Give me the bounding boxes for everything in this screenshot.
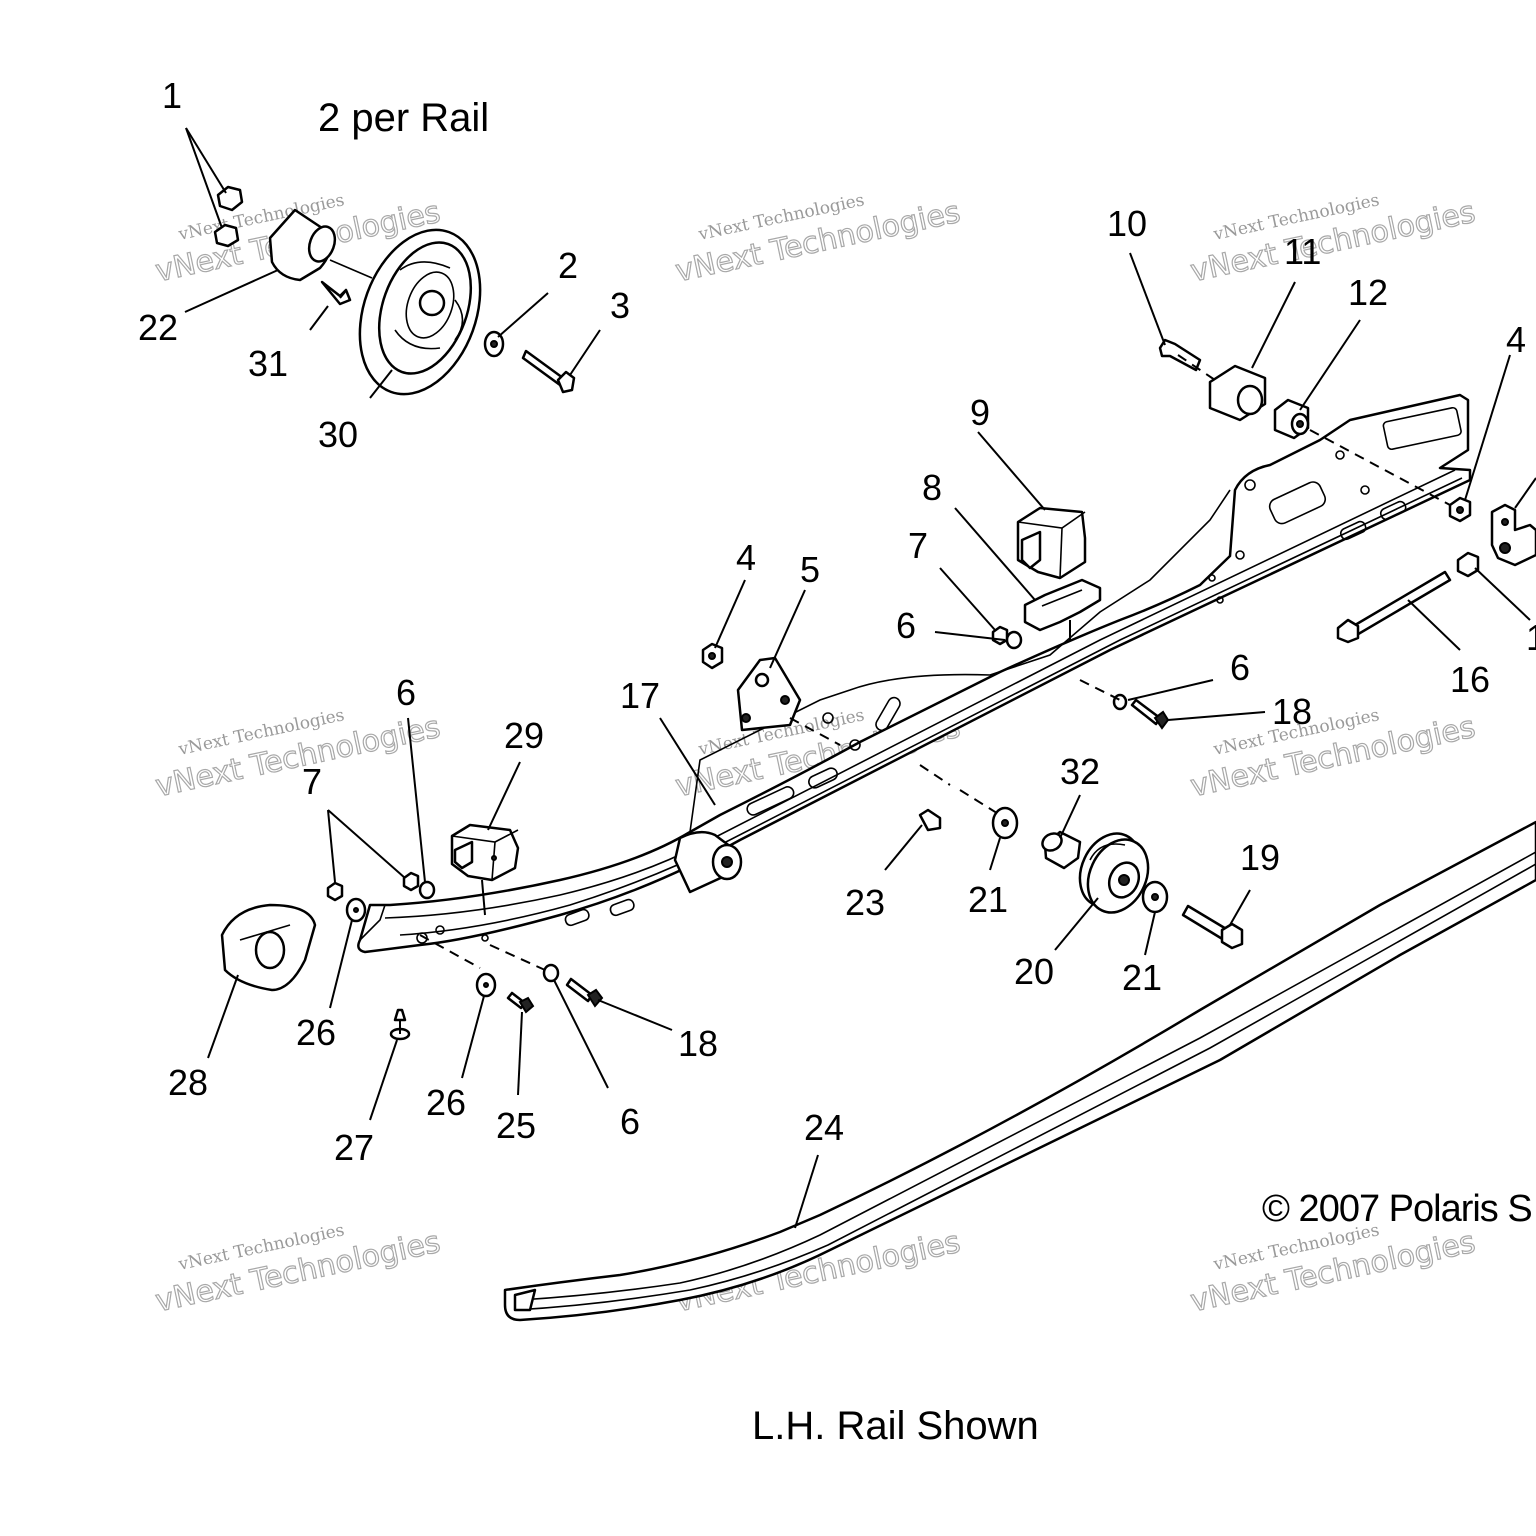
washer-26-upper	[345, 897, 367, 923]
block-11	[1208, 364, 1267, 422]
callout-26-lower: 26	[426, 1082, 466, 1123]
callout-24: 24	[804, 1107, 844, 1148]
nut-4-center	[701, 642, 724, 670]
bolt-25	[506, 991, 535, 1014]
bolt-18-upper	[1112, 693, 1170, 730]
callout-21-lower: 21	[1122, 957, 1162, 998]
spacer-32	[1041, 830, 1082, 870]
callout-18-lower: 18	[678, 1023, 718, 1064]
callout-11: 11	[1284, 231, 1321, 272]
callout-23: 23	[845, 882, 885, 923]
washer-21-upper	[991, 806, 1019, 840]
washer-2	[483, 330, 505, 358]
callout-9: 9	[970, 392, 990, 433]
rail-end-block	[673, 830, 743, 894]
callout-12: 12	[1348, 272, 1388, 313]
bolt-10	[1158, 338, 1202, 372]
bolt-31	[320, 280, 352, 306]
nut-7-left	[326, 871, 436, 902]
cap-28	[220, 903, 317, 992]
washer-6-lower	[542, 963, 560, 983]
callout-27: 27	[334, 1127, 374, 1168]
plate-5	[736, 656, 802, 732]
callout-7-left: 7	[302, 761, 322, 802]
callout-26-upper: 26	[296, 1012, 336, 1053]
callout-7-center: 7	[908, 525, 928, 566]
callout-6-center: 6	[896, 605, 916, 646]
callout-31: 31	[248, 343, 288, 384]
callout-21-upper: 21	[968, 879, 1008, 920]
copyright-notice: © 2007 Polaris S	[1262, 1188, 1533, 1230]
idler-wheel-30	[358, 228, 482, 396]
rail-shown-caption: L.H. Rail Shown	[752, 1404, 1039, 1448]
bolt-16	[1336, 570, 1452, 644]
callout-numbers: 1 2 3 4 5 6 7 8 9 10 11 12 4 1 16 17 6 1…	[138, 75, 1536, 1168]
wheel-20	[1078, 832, 1150, 914]
leader-lines	[184, 127, 1536, 1229]
slide-24	[503, 820, 1536, 1322]
callout-3: 3	[610, 285, 630, 326]
block-29	[450, 823, 520, 882]
callout-4-right: 4	[1506, 319, 1526, 360]
callout-28: 28	[168, 1062, 208, 1103]
callout-8: 8	[922, 467, 942, 508]
callout-10: 10	[1107, 203, 1147, 244]
callout-20: 20	[1014, 951, 1054, 992]
callout-1: 1	[162, 75, 182, 116]
callout-18-upper: 18	[1272, 691, 1312, 732]
assembly-lines	[419, 354, 1451, 971]
bracket-right	[1490, 503, 1536, 567]
callout-2: 2	[558, 245, 578, 286]
rivet-27	[389, 1008, 411, 1041]
nut-right-lower	[1456, 551, 1480, 578]
callout-32: 32	[1060, 751, 1100, 792]
callout-16: 16	[1450, 659, 1490, 700]
callout-5: 5	[800, 549, 820, 590]
rail-main	[357, 393, 1472, 954]
block-9	[1016, 506, 1087, 580]
per-rail-note: 2 per Rail	[318, 96, 490, 140]
callout-22: 22	[138, 307, 178, 348]
callout-17: 17	[620, 675, 660, 716]
nut-7-center	[991, 625, 1023, 650]
bracket-8	[1023, 578, 1102, 640]
callout-25: 25	[496, 1105, 536, 1146]
washer-26-lower	[475, 972, 497, 998]
callout-19: 19	[1240, 837, 1280, 878]
bolt-19	[1181, 904, 1244, 950]
callout-29: 29	[504, 715, 544, 756]
callout-6-upper-right: 6	[1230, 647, 1250, 688]
spacer-22	[268, 208, 373, 282]
callout-1-right: 1	[1526, 617, 1536, 658]
callout-6-lower: 6	[620, 1101, 640, 1142]
nut-1	[213, 185, 244, 248]
callout-4-center: 4	[736, 537, 756, 578]
bolt-3	[521, 349, 576, 394]
washer-21-lower	[1141, 880, 1169, 914]
bolt-18-lower	[565, 977, 604, 1008]
nut-4-right	[1448, 496, 1472, 523]
callout-30: 30	[318, 414, 358, 455]
pin-23	[918, 808, 942, 832]
callout-6-left: 6	[396, 672, 416, 713]
